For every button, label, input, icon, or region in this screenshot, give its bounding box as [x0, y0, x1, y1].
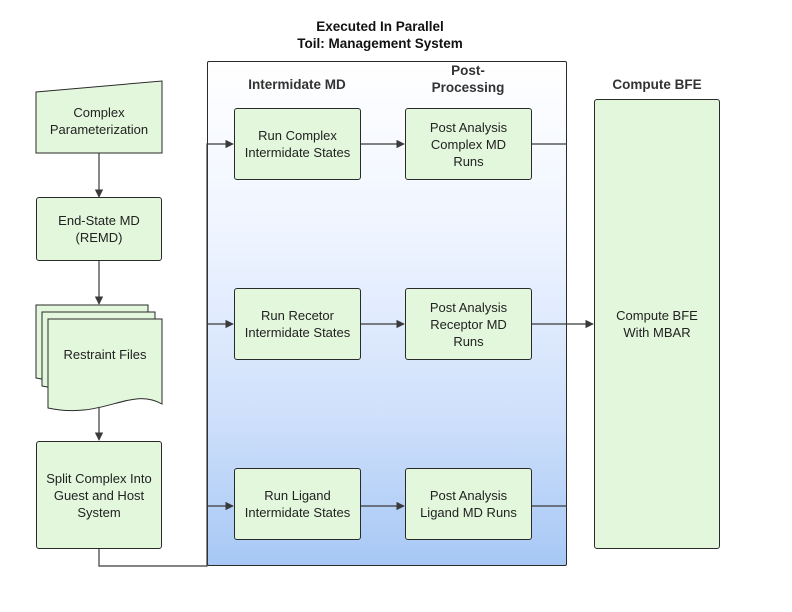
title-line-2: Toil: Management System	[297, 36, 463, 51]
restraint-files-label: Restraint Files	[63, 347, 147, 362]
post-ligand-box: Post Analysis Ligand MD Runs	[405, 468, 532, 540]
intermediate-md-heading: Intermidate MD	[248, 77, 346, 92]
diagram-title: Executed In Parallel Toil: Management Sy…	[200, 18, 560, 52]
parameterization-shape	[35, 80, 163, 154]
run-receptor-box: Run Recetor Intermidate States	[234, 288, 361, 360]
title-line-1: Executed In Parallel	[316, 19, 444, 34]
end-state-md-box: End-State MD (REMD)	[36, 197, 162, 261]
complex-parameterization-label: Complex Parameterization	[49, 105, 149, 137]
run-complex-box: Run Complex Intermidate States	[234, 108, 361, 180]
compute-bfe-heading: Compute BFE	[612, 77, 702, 92]
arrow-split-to-complex	[98, 139, 234, 567]
post-complex-box: Post Analysis Complex MD Runs	[405, 108, 532, 180]
run-ligand-box: Run Ligand Intermidate States	[234, 468, 361, 540]
compute-bfe-box: Compute BFE With MBAR	[594, 99, 720, 549]
post-processing-heading: Post- Processing	[431, 63, 505, 95]
post-receptor-box: Post Analysis Receptor MD Runs	[405, 288, 532, 360]
split-complex-box: Split Complex Into Guest and Host System	[36, 441, 162, 549]
restraint-files-shape	[35, 304, 163, 412]
